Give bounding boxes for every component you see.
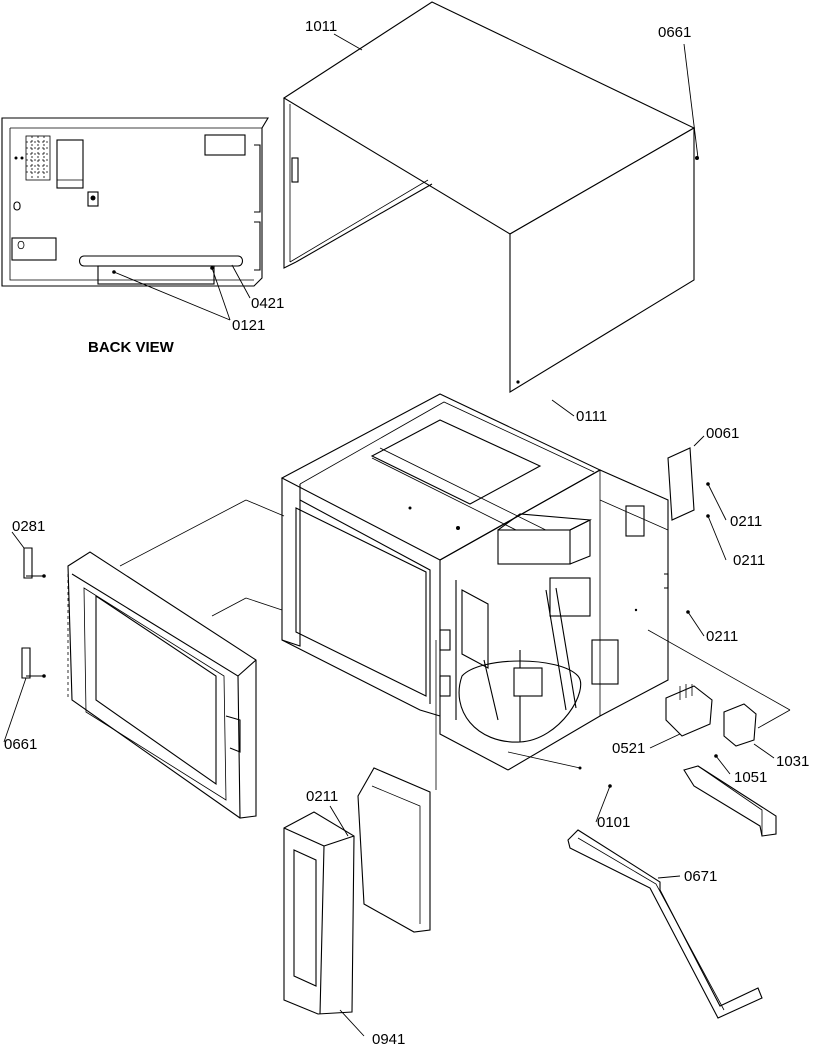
callout-0211-c: 0211: [706, 628, 738, 645]
callout-0211-b: 0211: [733, 552, 765, 569]
callout-labels: 1011 0661 0421 0121 0111 0061 0211 0211 …: [4, 18, 809, 1048]
small-parts: [21, 447, 777, 1019]
callout-1031: 1031: [776, 753, 809, 770]
main-chassis: [280, 393, 669, 771]
callout-0661-top: 0661: [658, 24, 691, 41]
outer-cabinet-wrapper: [282, 1, 699, 393]
door-assembly: [67, 551, 257, 819]
callout-0211-d: 0211: [306, 788, 338, 805]
callout-0281: 0281: [12, 518, 45, 535]
callout-0671: 0671: [684, 868, 717, 885]
callout-0101: 0101: [597, 814, 630, 831]
callout-0211-a: 0211: [730, 513, 762, 530]
callout-0521: 0521: [612, 740, 645, 757]
callout-0121: 0121: [232, 317, 265, 334]
callout-0061: 0061: [706, 425, 739, 442]
back-view-panel: [1, 117, 269, 321]
callout-0111: 0111: [576, 408, 607, 425]
callout-0661-left: 0661: [4, 736, 37, 753]
control-panel: [283, 767, 431, 1015]
callout-1011: 1011: [305, 18, 337, 35]
callout-1051: 1051: [734, 769, 767, 786]
callout-0421: 0421: [251, 295, 284, 312]
leader-lines: [3, 33, 791, 1037]
callout-0941: 0941: [372, 1031, 405, 1048]
back-view-caption: BACK VIEW: [88, 339, 175, 356]
back-vent-grille: [25, 135, 51, 181]
